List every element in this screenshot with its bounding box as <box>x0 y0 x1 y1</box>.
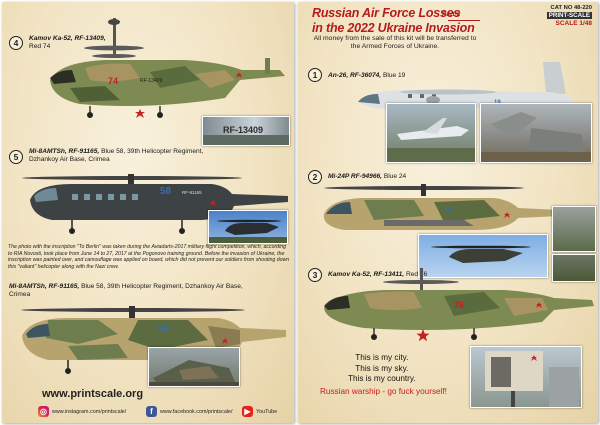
instagram-url: www.instagram.com/printscale/ <box>52 408 127 415</box>
ka52-red74-title: Kamov Ka-52, RF-13409, <box>29 35 106 42</box>
mi8-blue58-detail: Blue 58, 39th Helicopter Regiment, <box>101 148 204 155</box>
mi24-wreck-photo-b <box>552 254 596 282</box>
right-decal-panel: Russian Air Force Losses Part-2 in the 2… <box>298 2 598 423</box>
ka52-tail-photo: RF-13409 <box>202 116 290 146</box>
mi24-title: Mi-24P RF-94966, <box>328 173 382 180</box>
an26-caption: An-26, RF-36074, Blue 19 <box>328 72 458 80</box>
mi8-blue58-caption: Mi-8AMTSh, RF-91165, Blue 58, 39th Helic… <box>29 148 291 164</box>
warship-slogan: Russian warship - go fuck yourself! <box>320 387 447 396</box>
mi8-camo-base: Crimea <box>9 291 31 299</box>
svg-text:74: 74 <box>108 76 118 86</box>
ka52-red76-caption: Kamov Ka-52, RF-13411, Red 76 <box>328 271 478 279</box>
mi8-camo-caption: Mi-8AMTSh, RF-91165, Blue 58, 39th Helic… <box>9 283 289 299</box>
an26-flight-photo <box>386 103 476 163</box>
svg-text:58: 58 <box>160 186 172 197</box>
mi8-blue58-base: Dzhankoy Air Base, Crimea <box>29 156 110 164</box>
poem-line-2: This is my sky. <box>355 363 409 373</box>
marking-number-3: 3 <box>308 268 322 282</box>
brand-logo: PRINT-SCALE <box>546 12 592 19</box>
an26-title: An-26, RF-36074, <box>328 72 382 79</box>
to-berlin-paragraph: The photo with the inscription "To Berli… <box>8 244 290 270</box>
an26-wreck-photo <box>480 103 592 163</box>
ka52-red74-illustration: 74 RF-13409 <box>50 18 285 118</box>
ka52-red76-illustration: 76 <box>324 268 594 340</box>
left-decal-panel: 4 Kamov Ka-52, RF-13409, Red 74 74 RF-13… <box>2 2 294 423</box>
ka52-red76-title: Kamov Ka-52, RF-13411, <box>328 271 405 278</box>
an26-detail: Blue 19 <box>382 72 406 79</box>
marking-number-4: 4 <box>9 36 23 50</box>
mi24-illustration: 24 <box>323 184 560 230</box>
mi8-camo-title: Mi-8AMTSh, RF-91165, <box>9 283 80 290</box>
marking-number-2: 2 <box>308 170 322 184</box>
poem-line-1: This is my city. <box>355 353 409 362</box>
mi24-detail: Blue 24 <box>383 173 407 180</box>
mi8-blue58-title: Mi-8AMTSh, RF-91165, <box>29 148 100 155</box>
facebook-url: www.facebook.com/printscale/ <box>160 408 233 415</box>
svg-text:24: 24 <box>444 207 452 214</box>
ka52-red76-detail: Red 76 <box>405 271 428 278</box>
mi8-fuselage-registration: RF-91165 <box>182 190 202 195</box>
catalog-number: CAT NO 48-220 <box>550 5 592 11</box>
sheet-part-label: Part-2 <box>442 11 461 18</box>
money-note: All money from the sale of this kit will… <box>313 35 477 51</box>
marking-number-1: 1 <box>308 68 322 82</box>
ka52-red74-caption: Kamov Ka-52, RF-13409, Red 74 <box>29 35 149 51</box>
sheet-title-line1: Russian Air Force Losses <box>312 6 461 20</box>
poem-block: This is my city. This is my sky. This is… <box>348 353 416 385</box>
facebook-icon: f <box>146 406 157 417</box>
mi8-camo-detail: Blue 58, 39th Helicopter Regiment, Dzhan… <box>81 283 243 290</box>
poem-line-3: This is my country. <box>348 374 416 383</box>
svg-text:58: 58 <box>158 324 168 334</box>
mi24-wreck-photo-a <box>552 206 596 252</box>
facebook-link[interactable]: f www.facebook.com/printscale/ <box>146 406 233 417</box>
mi8-flight-photo <box>208 210 288 244</box>
youtube-icon: ▶ <box>242 406 253 417</box>
mi24-flight-photo <box>418 234 548 278</box>
instagram-icon: ◎ <box>38 406 49 417</box>
youtube-link[interactable]: ▶ YouTube <box>242 406 277 417</box>
website-url[interactable]: www.printscale.org <box>42 388 144 400</box>
marking-number-5: 5 <box>9 150 23 164</box>
mi24-caption: Mi-24P RF-94966, Blue 24 <box>328 173 478 181</box>
svg-text:76: 76 <box>454 300 464 310</box>
photo-registration-text: RF-13409 <box>223 125 263 135</box>
title-underline <box>448 20 480 21</box>
instagram-link[interactable]: ◎ www.instagram.com/printscale/ <box>38 406 126 417</box>
sheet-title-line2: in the 2022 Ukraine Invasion <box>312 21 475 35</box>
youtube-label: YouTube <box>256 408 278 415</box>
scale-label: SCALE 1/48 <box>555 20 593 27</box>
billboard-photo <box>470 346 582 408</box>
ka52-red74-detail: Red 74 <box>29 43 51 51</box>
red-star-icon <box>416 329 430 342</box>
mi8-wreck-photo <box>148 347 240 387</box>
ka52-fuselage-registration: RF-13409 <box>140 78 162 84</box>
